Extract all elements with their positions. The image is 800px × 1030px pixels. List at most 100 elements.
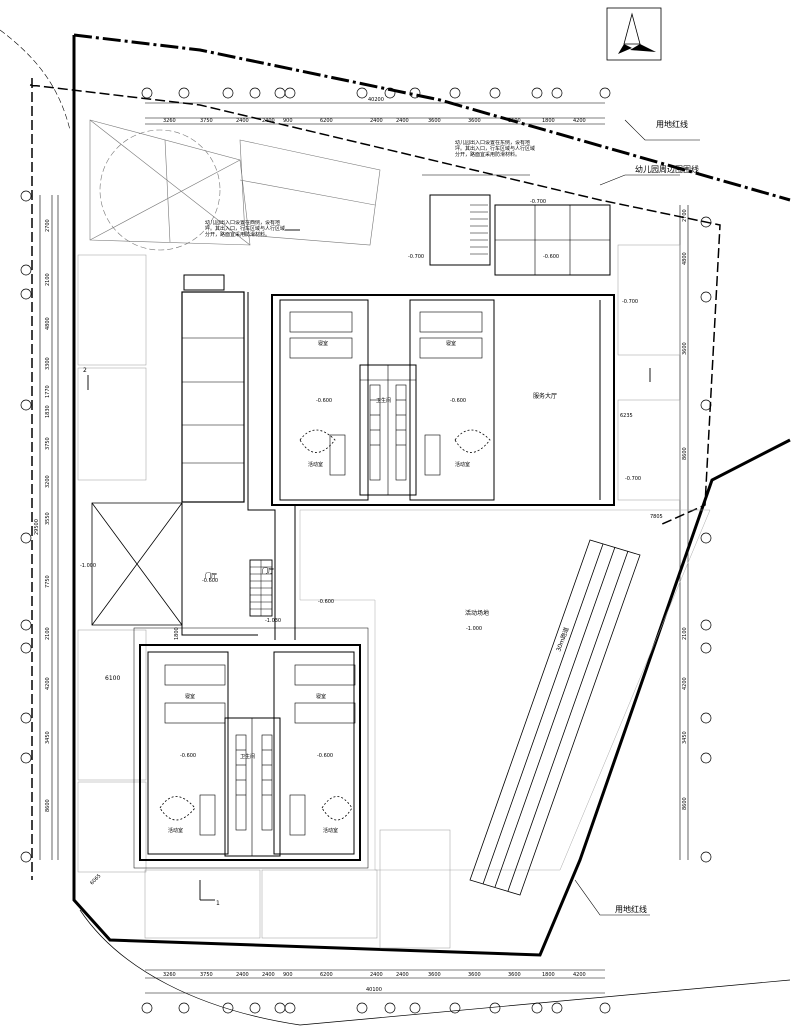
north-arrow-icon (606, 7, 662, 61)
play-circles (159, 429, 491, 821)
dim-left-5: 1770 (45, 385, 51, 398)
dim-right-4: 8600 (682, 447, 688, 460)
dim-top-11: 3600 (508, 118, 521, 124)
dim-bottom-total: 40100 (366, 987, 382, 993)
top-axis-bubbles (141, 87, 611, 99)
label-hall: 门厅 (262, 567, 274, 575)
fence-line (29, 78, 721, 880)
dim-left-4: 3300 (45, 357, 51, 370)
bottom-dimension-labels: 3260 3750 2400 2400 900 6200 2400 2400 3… (163, 972, 586, 993)
label-activity-room-n1: 活动室 (308, 461, 323, 468)
dim-bottom-8: 2400 (396, 972, 409, 978)
entrance-canopy (91, 502, 183, 626)
dim-bottom-11: 3600 (508, 972, 521, 978)
dim-left-13: 3450 (45, 731, 51, 744)
bottom-dimension-chain (145, 969, 605, 994)
top-dimension-labels: 3260 3750 2400 2400 900 6200 2400 2400 3… (163, 97, 586, 124)
running-track (469, 539, 641, 896)
elev-1: -0.700 (530, 199, 546, 205)
dim-left-9: 3550 (45, 512, 51, 525)
dim-bottom-10: 3600 (468, 972, 481, 978)
dim-bottom-12: 1800 (542, 972, 555, 978)
dim-bottom-4: 2400 (262, 972, 275, 978)
label-bedroom-n1: 寝室 (318, 340, 328, 347)
dim-left-6: 1830 (45, 405, 51, 418)
benches (199, 434, 441, 836)
label-bedroom-s1: 寝室 (185, 693, 195, 700)
elev-12: -1.000 (466, 626, 482, 632)
connecting-corridor (181, 292, 296, 640)
right-dimension-chain (679, 205, 689, 860)
elev-8: -1.030 (265, 618, 281, 624)
label-site-line-bottom: 用地红线 (615, 904, 647, 914)
left-dimension-labels: 2700 2100 4800 3300 1770 1830 3750 3200 … (34, 219, 51, 812)
elev-7: -0.600 (202, 578, 218, 584)
dim-right-1: 2700 (682, 209, 688, 222)
label-activity-room-s2: 活动室 (323, 827, 338, 834)
site-boundary (72, 33, 791, 957)
dim-top-6: 6200 (320, 118, 333, 124)
label-bedroom-s2: 寝室 (316, 693, 326, 700)
canopy-area (89, 119, 381, 251)
dim-right-5: 2100 (682, 627, 688, 640)
elev-9: -0.600 (318, 599, 334, 605)
label-track: 30m跑道 (554, 626, 570, 653)
dim-right-2: 4800 (682, 252, 688, 265)
road-curve (0, 29, 71, 131)
dim-top-1: 3260 (163, 118, 176, 124)
label-activity-room-n2: 活动室 (455, 461, 470, 468)
elev-2: -0.700 (408, 254, 424, 260)
dim-top-10: 3600 (468, 118, 481, 124)
dim-1800: 1800 (174, 627, 180, 640)
dim-bottom-13: 4200 (573, 972, 586, 978)
label-gate: 门厅 (205, 572, 217, 580)
leader-lines (422, 119, 700, 916)
section-mark-1: 1 (216, 900, 220, 907)
dim-left-12: 4200 (45, 677, 51, 690)
dim-top-13: 4200 (573, 118, 586, 124)
dim-top-3: 2400 (236, 118, 249, 124)
section-marks (87, 229, 651, 901)
left-dimension-chain (39, 195, 59, 860)
service-block (429, 194, 611, 276)
dim-6100: 6100 (105, 675, 120, 682)
dim-top-9: 3600 (428, 118, 441, 124)
dim-bottom-5: 900 (283, 972, 293, 978)
elev-3: -0.600 (543, 254, 559, 260)
label-bedroom-n2: 寝室 (446, 340, 456, 347)
dim-right-7: 3450 (682, 731, 688, 744)
dim-7805: 7805 (650, 514, 663, 520)
dim-bottom-2: 3750 (200, 972, 213, 978)
dim-left-total: 29500 (34, 519, 40, 535)
south-building (133, 627, 369, 869)
section-mark-2: 2 (83, 367, 87, 374)
dim-top-4: 2400 (262, 118, 275, 124)
dim-top-12: 1800 (542, 118, 555, 124)
road-curve-bottom (79, 909, 791, 1026)
stair-central (249, 559, 273, 617)
north-building (271, 294, 615, 506)
dim-6235: 6235 (620, 413, 633, 419)
dim-left-14: 8600 (45, 799, 51, 812)
dim-top-5: 900 (283, 118, 293, 124)
left-axis-bubbles (20, 190, 32, 863)
elev-10: -0.600 (180, 753, 196, 759)
stair-north (470, 204, 488, 255)
dim-left-8: 3200 (45, 475, 51, 488)
dim-bottom-1: 3260 (163, 972, 176, 978)
central-courtyard (299, 509, 711, 871)
dim-left-11: 2100 (45, 627, 51, 640)
elev-6: -1.000 (80, 563, 96, 569)
dim-bottom-3: 2400 (236, 972, 249, 978)
dim-bottom-7: 2400 (370, 972, 383, 978)
dim-right-3: 3600 (682, 342, 688, 355)
elev-13: -0.700 (622, 299, 638, 305)
note-left: 幼儿园出入口设置在西侧，设有地坪。其出入口，行车区域与人行区域分开，路面宜采用防… (205, 220, 285, 238)
elev-5: -0.600 (450, 398, 466, 404)
dim-top-7: 2400 (370, 118, 383, 124)
right-dimension-labels: 2700 4800 3600 8600 2100 4200 3450 8600 (682, 209, 688, 810)
top-dimension-chain (145, 102, 605, 125)
toilet-cluster-north (369, 384, 407, 481)
dim-left-1: 2700 (45, 219, 51, 232)
